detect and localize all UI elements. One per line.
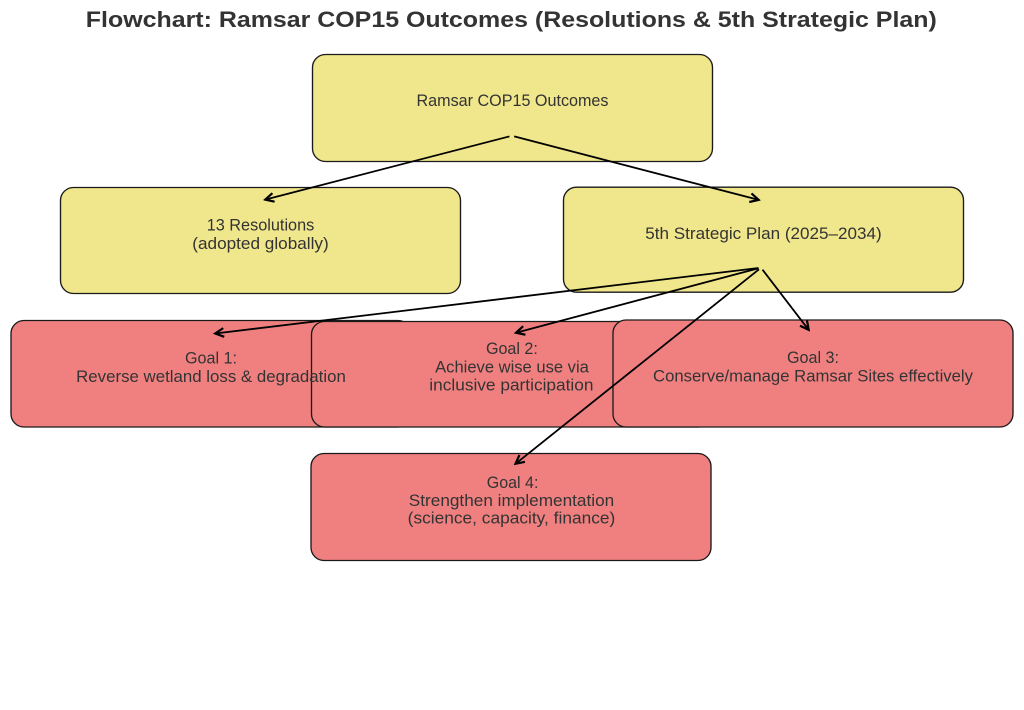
svg-text:Ramsar COP15 Outcomes: Ramsar COP15 Outcomes [417,91,609,110]
svg-text:Reverse wetland loss & degrada: Reverse wetland loss & degradation [76,367,346,386]
svg-text:(adopted globally): (adopted globally) [192,234,329,253]
svg-text:Goal 3:: Goal 3: [787,348,839,367]
svg-text:Strengthen implementation: Strengthen implementation [409,491,614,510]
svg-text:Conserve/manage Ramsar Sites e: Conserve/manage Ramsar Sites effectively [653,367,973,386]
svg-text:Flowchart: Ramsar COP15 Outcom: Flowchart: Ramsar COP15 Outcomes (Resolu… [86,7,937,32]
svg-text:Goal 2:: Goal 2: [486,339,538,358]
svg-text:Goal 4:: Goal 4: [487,473,539,492]
svg-text:Achieve wise use via: Achieve wise use via [435,357,589,376]
svg-text:5th Strategic Plan (2025–2034): 5th Strategic Plan (2025–2034) [645,224,881,243]
svg-text:inclusive participation: inclusive participation [429,376,593,395]
svg-text:Goal 1:: Goal 1: [185,349,237,368]
svg-text:13 Resolutions: 13 Resolutions [207,216,315,235]
svg-text:(science, capacity, finance): (science, capacity, finance) [408,509,616,528]
